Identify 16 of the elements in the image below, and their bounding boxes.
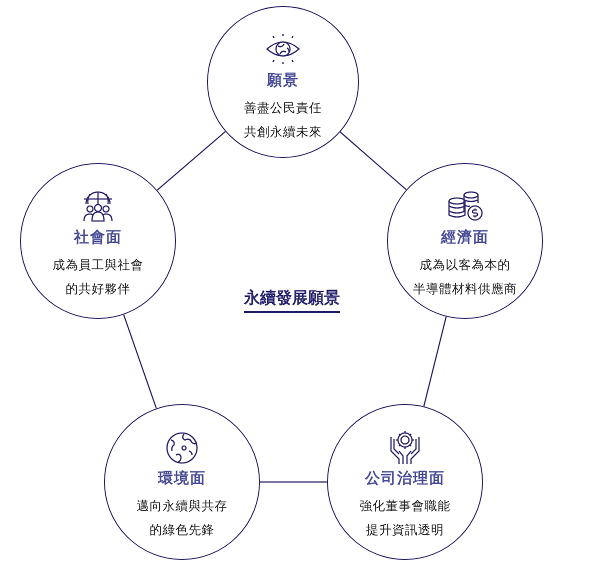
heading: 社會面 — [74, 228, 122, 247]
description-text: 強化董事會職能提升資訊透明 — [360, 497, 450, 539]
connector-line — [123, 314, 157, 409]
heading: 願景 — [267, 71, 299, 90]
description-text: 成為以客為本的半導體材料供應商 — [413, 256, 517, 298]
connector-line — [423, 316, 447, 406]
heading: 公司治理面 — [365, 469, 445, 488]
heading: 環境面 — [158, 469, 206, 488]
description-text: 成為員工與社會的共好夥伴 — [52, 256, 144, 298]
heading: 經濟面 — [441, 228, 489, 247]
connector-line — [156, 131, 226, 191]
connector-line — [260, 481, 327, 483]
description-text: 邁向永續與共存的綠色先鋒 — [136, 497, 228, 539]
diagram-title: 永續發展願景 — [244, 288, 340, 313]
description-text: 善盡公民責任共創永續未來 — [244, 99, 322, 141]
connector-line — [340, 132, 407, 190]
